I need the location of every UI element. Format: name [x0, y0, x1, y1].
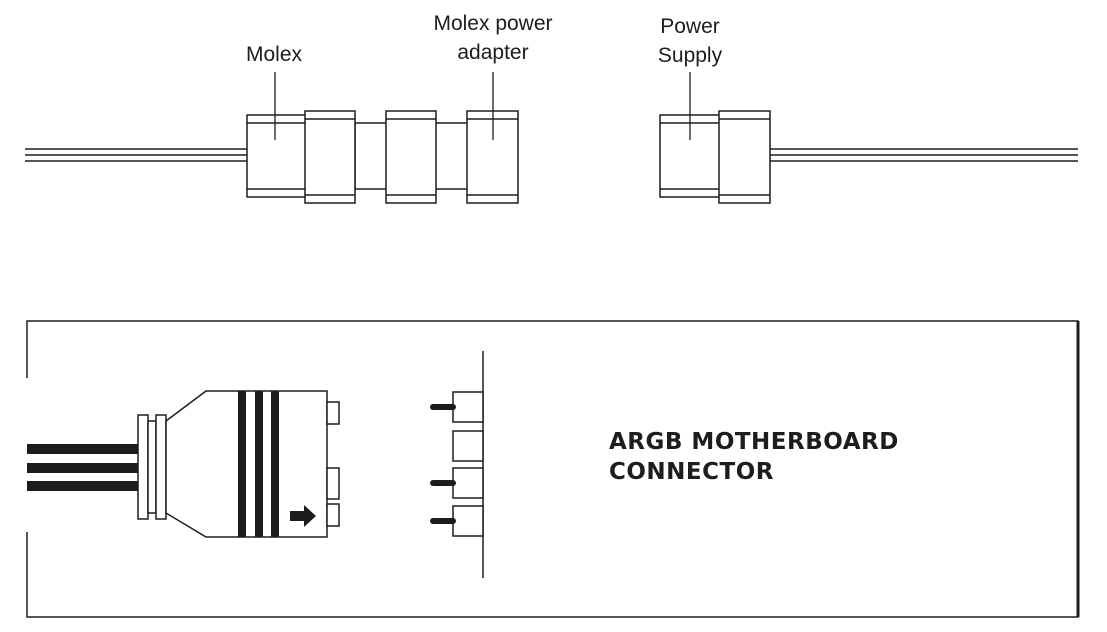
left-cable — [25, 148, 247, 162]
coupler-bridge — [434, 122, 469, 190]
molex-power-adapter-label: Molex power — [433, 12, 552, 35]
power-supply-connector — [659, 110, 771, 204]
coupler-block — [385, 110, 437, 204]
molex-label: Molex — [246, 43, 303, 66]
argb-plug — [165, 390, 340, 538]
molex-chain-diagram: Molex Molex power adapter Power Supply — [25, 12, 1078, 204]
argb-plug-collar — [137, 414, 167, 520]
argb-title-line2: CONNECTOR — [609, 459, 774, 485]
argb-header — [430, 391, 484, 537]
header-pin-slot — [452, 391, 484, 423]
molex-power-adapter-label-line2: adapter — [457, 41, 528, 64]
argb-title: ARGB MOTHERBOARD — [609, 429, 899, 455]
coupler-block — [304, 110, 356, 204]
header-pin-slot — [452, 467, 484, 499]
power-supply-label: Power — [660, 15, 720, 38]
arrow-right-icon — [290, 505, 316, 527]
power-supply-label-line2: Supply — [658, 44, 723, 67]
right-cable — [770, 148, 1078, 162]
molex-connector — [246, 114, 308, 198]
header-pin-slot — [452, 430, 484, 462]
argb-panel: ARGB MOTHERBOARD CONNECTOR — [26, 320, 1080, 618]
argb-cable — [27, 444, 140, 491]
header-pin-slot — [452, 505, 484, 537]
coupler-bridge — [354, 122, 388, 190]
